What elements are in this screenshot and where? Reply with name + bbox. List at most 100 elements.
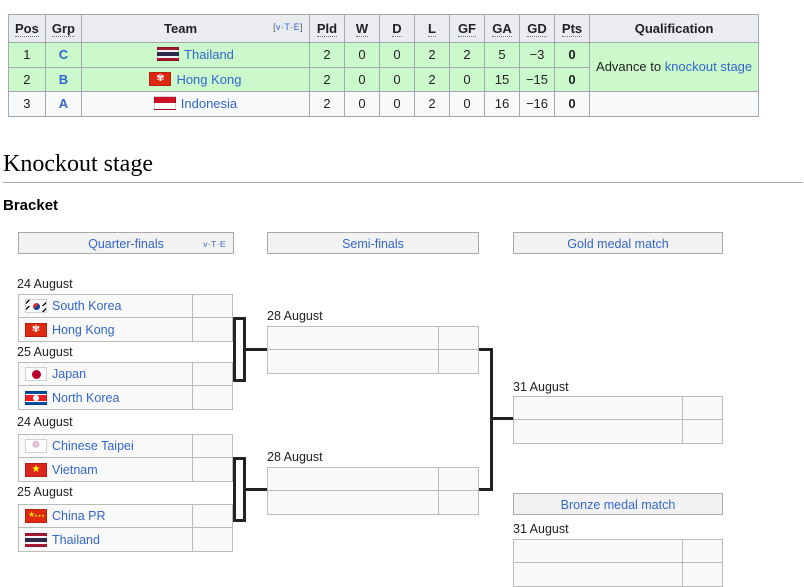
team-link[interactable]: Thailand <box>184 47 234 62</box>
cell-grp[interactable]: B <box>44 66 82 93</box>
flag-hongkong-icon <box>25 322 47 337</box>
cell-team: Hong Kong <box>80 66 310 93</box>
match-team <box>514 563 682 586</box>
match-score <box>438 491 478 514</box>
vte-edit-link[interactable]: E <box>219 239 226 249</box>
team-link[interactable]: Hong Kong <box>52 322 115 337</box>
match-bronze-medal <box>513 539 723 587</box>
cell-l: 2 <box>413 42 450 68</box>
bracket-connector <box>233 317 236 382</box>
cell-qualification-empty <box>589 91 760 117</box>
bracket-connector <box>243 348 267 351</box>
match-team-row[interactable]: Thailand <box>18 528 233 552</box>
cell-grp[interactable]: C <box>44 42 82 68</box>
match-team-row[interactable] <box>267 467 479 491</box>
match-team-row[interactable]: North Korea <box>18 386 233 410</box>
match-team-row[interactable] <box>267 350 479 374</box>
vte-view-link[interactable]: v <box>203 239 208 249</box>
flag-thailand-icon <box>157 47 180 61</box>
match-team-row[interactable]: Vietnam <box>18 458 233 482</box>
match-date: 31 August <box>513 522 569 536</box>
match-score <box>192 528 232 551</box>
bracket-connector <box>233 457 236 522</box>
team-link[interactable]: Chinese Taipei <box>52 439 134 453</box>
column-header-gf: GF <box>448 14 485 43</box>
match-team <box>514 397 682 419</box>
cell-pos: 3 <box>8 91 46 117</box>
cell-pos: 1 <box>8 42 46 68</box>
match-team: Japan <box>19 363 192 385</box>
round-header-bronze-medal-match[interactable]: Bronze medal match <box>513 493 723 515</box>
flag-china-icon <box>25 509 47 523</box>
match-team: Chinese Taipei <box>19 435 192 457</box>
match-semi-final-1 <box>267 326 479 374</box>
cell-w: 0 <box>343 42 380 68</box>
column-header-qualification: Qualification <box>589 14 760 43</box>
match-score <box>682 397 722 419</box>
team-link[interactable]: Vietnam <box>52 462 98 477</box>
match-date: 25 August <box>17 345 73 359</box>
match-score <box>192 435 232 457</box>
cell-qualification: Advance to knockout stage <box>589 41 760 93</box>
match-score <box>682 420 722 443</box>
match-team: Vietnam <box>19 458 192 481</box>
team-link[interactable]: Japan <box>52 367 87 381</box>
flag-southkorea-icon <box>25 299 47 313</box>
team-link[interactable]: Thailand <box>52 532 100 547</box>
match-date: 24 August <box>17 415 73 429</box>
flag-vietnam-icon <box>25 462 47 477</box>
match-score <box>682 540 722 562</box>
team-link[interactable]: Hong Kong <box>176 71 242 87</box>
vte-view-link[interactable]: v <box>276 21 281 32</box>
match-semi-final-2 <box>267 467 479 515</box>
knockout-stage-link[interactable]: knockout stage <box>664 59 753 75</box>
match-team-row[interactable]: Chinese Taipei <box>18 434 233 458</box>
vte-edit-link[interactable]: E <box>293 21 301 32</box>
match-team-row[interactable] <box>513 396 723 420</box>
match-score <box>438 327 478 349</box>
cell-pts: 0 <box>554 66 591 93</box>
team-link[interactable]: South Korea <box>52 299 122 313</box>
team-link[interactable]: North Korea <box>52 390 120 405</box>
match-team-row[interactable]: Japan <box>18 362 233 386</box>
match-team-row[interactable]: South Korea <box>18 294 233 318</box>
vte-talk-link[interactable]: T <box>211 239 217 249</box>
round-header-quarter-finals[interactable]: Quarter-finals v·T·E <box>18 232 234 254</box>
flag-thailand-icon <box>25 532 47 547</box>
table-row: 1 C Thailand 2 0 0 2 2 5 −3 0 Advance to… <box>8 41 760 93</box>
cell-d: 0 <box>378 66 415 93</box>
match-team <box>514 420 682 443</box>
team-link[interactable]: China PR <box>52 509 106 523</box>
match-score <box>192 363 232 385</box>
bracket-vte-links[interactable]: v·T·E <box>203 239 226 249</box>
match-team-row[interactable]: Hong Kong <box>18 318 233 342</box>
vte-talk-link[interactable]: T <box>284 21 291 32</box>
match-score <box>192 318 232 341</box>
match-team <box>514 540 682 562</box>
column-header-pld: Pld <box>308 14 345 43</box>
page-section-heading: Knockout stage <box>3 151 153 177</box>
match-quarter-final-2: Japan North Korea <box>18 362 233 410</box>
match-team-row[interactable]: China PR <box>18 504 233 528</box>
bracket-connector <box>479 488 493 491</box>
match-team-row[interactable] <box>513 563 723 587</box>
vte-links[interactable]: [v·T·E] <box>273 21 303 32</box>
match-team-row[interactable] <box>267 491 479 515</box>
team-link[interactable]: Indonesia <box>180 96 238 112</box>
round-header-semi-finals[interactable]: Semi-finals <box>267 232 479 254</box>
match-date: 25 August <box>17 485 73 499</box>
flag-hongkong-icon <box>149 71 172 86</box>
match-team-row[interactable] <box>267 326 479 350</box>
match-team-row[interactable] <box>513 420 723 444</box>
match-team-row[interactable] <box>513 539 723 563</box>
cell-team: Indonesia <box>80 91 310 117</box>
cell-gd: −16 <box>518 91 556 117</box>
cell-w: 0 <box>343 91 380 117</box>
match-quarter-final-3: Chinese Taipei Vietnam <box>18 434 233 482</box>
cell-grp[interactable]: A <box>44 91 82 117</box>
flag-japan-icon <box>25 367 47 381</box>
heading-divider <box>3 182 803 183</box>
round-header-gold-medal-match[interactable]: Gold medal match <box>513 232 723 254</box>
bracket-connector <box>243 488 267 491</box>
